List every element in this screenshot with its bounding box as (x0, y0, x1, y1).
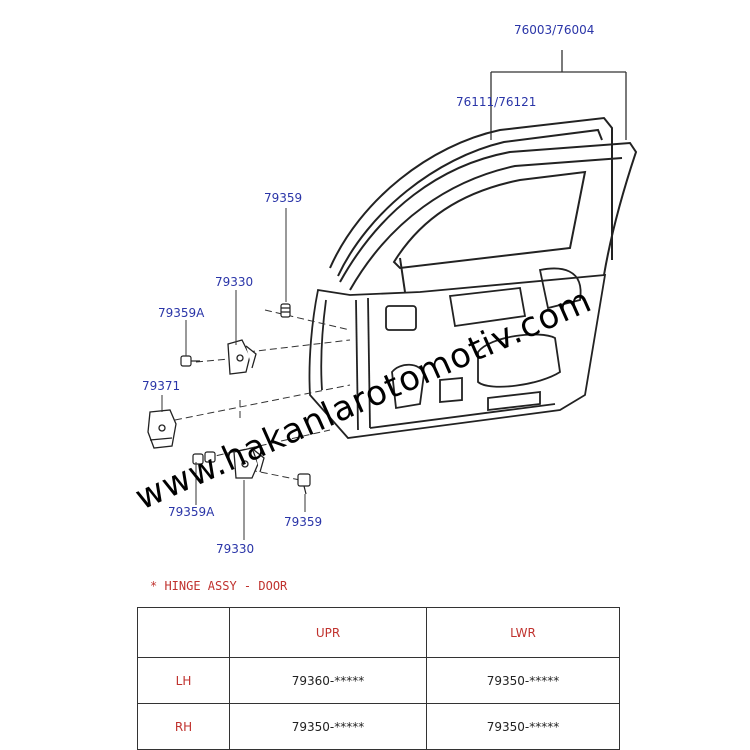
table-cell-side: LH (137, 657, 230, 704)
label-bolt-a-upper: 79359A (158, 306, 205, 320)
bolt-79359-upper (280, 303, 291, 318)
label-door-assy: 76003/76004 (514, 23, 594, 37)
bolt-79359-lower (297, 473, 311, 495)
table-row: RH 79350-***** 79350-***** (137, 703, 620, 750)
hinge-part-table: UPR LWR LH 79360-***** 79350-***** RH 79… (137, 607, 620, 750)
table-cell-lwr: 79350-***** (426, 657, 620, 704)
table-header-upr: UPR (229, 607, 427, 658)
label-bolt-a-lower: 79359A (168, 505, 215, 519)
door-inner-panel (308, 267, 607, 439)
table-header-empty (137, 607, 230, 658)
table-cell-lwr: 79350-***** (426, 703, 620, 750)
hinge-assy-note: * HINGE ASSY - DOOR (150, 579, 288, 593)
label-bolt-upper: 79359 (264, 191, 302, 205)
label-weatherstrip: 76111/76121 (456, 95, 536, 109)
checker-79371 (147, 409, 177, 449)
hinge-79330-upper (227, 339, 257, 375)
table-cell-upr: 79360-***** (229, 657, 427, 704)
label-checker: 79371 (142, 379, 180, 393)
table-row: LH 79360-***** 79350-***** (137, 657, 620, 704)
label-bolt-lower: 79359 (284, 515, 322, 529)
table-cell-upr: 79350-***** (229, 703, 427, 750)
door-frame-weatherstrip (329, 116, 638, 293)
table-header-row: UPR LWR (137, 607, 620, 658)
label-hinge-upper: 79330 (215, 275, 253, 289)
label-hinge-lower: 79330 (216, 542, 254, 556)
bolt-79359a-lower (192, 451, 216, 465)
table-header-lwr: LWR (426, 607, 620, 658)
hinge-79330-lower (233, 447, 265, 479)
label-leaders (161, 208, 306, 540)
bolt-79359a-upper (180, 355, 200, 367)
table-cell-side: RH (137, 703, 230, 750)
door-assy-bracket (490, 50, 627, 140)
